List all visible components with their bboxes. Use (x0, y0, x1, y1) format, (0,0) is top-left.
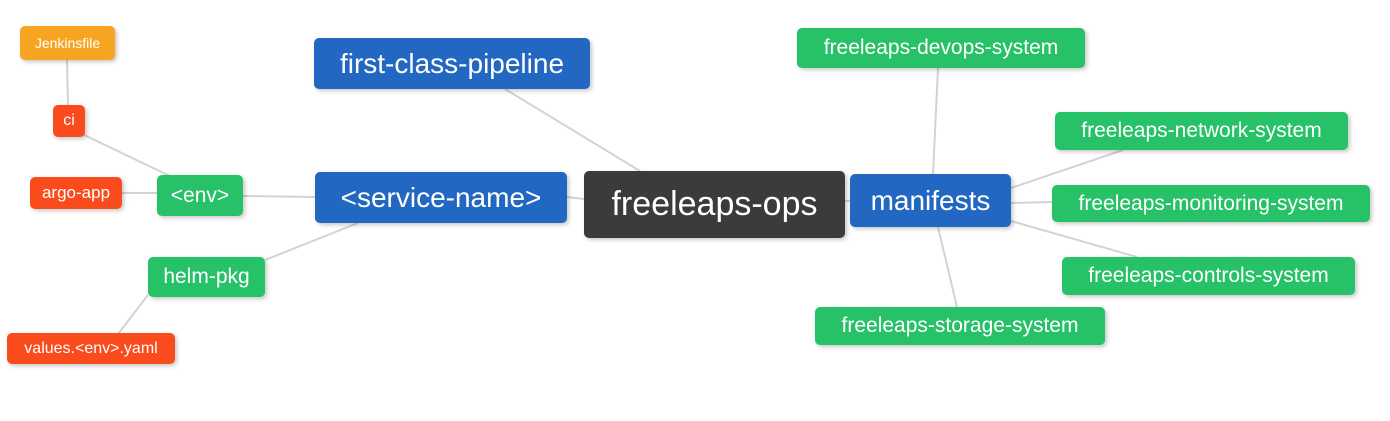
node-devops-system[interactable]: freeleaps-devops-system (797, 28, 1085, 68)
node-argo-app[interactable]: argo-app (30, 177, 122, 209)
node-env[interactable]: <env> (157, 175, 243, 216)
edge-manifests-network (1010, 149, 1124, 189)
node-first-class-pipeline[interactable]: first-class-pipeline (314, 38, 590, 89)
node-values-env-yaml[interactable]: values.<env>.yaml (7, 333, 175, 364)
node-helm-pkg[interactable]: helm-pkg (148, 257, 265, 297)
node-network-system[interactable]: freeleaps-network-system (1055, 112, 1348, 150)
edge-manifests-devops (932, 67, 939, 175)
node-storage-system[interactable]: freeleaps-storage-system (815, 307, 1105, 345)
edge-manifests-storage (937, 226, 958, 308)
edge-ci-env (79, 132, 173, 178)
edge-jenkinsfile-ci (66, 59, 69, 106)
edge-service-name-root (566, 196, 585, 200)
node-ci[interactable]: ci (53, 105, 85, 137)
node-monitoring-system[interactable]: freeleaps-monitoring-system (1052, 185, 1370, 222)
node-controls-system[interactable]: freeleaps-controls-system (1062, 257, 1355, 295)
edge-helm-pkg-values (117, 294, 149, 335)
edge-manifests-controls (1010, 220, 1138, 258)
node-service-name[interactable]: <service-name> (315, 172, 567, 223)
node-manifests[interactable]: manifests (850, 174, 1011, 227)
node-jenkinsfile[interactable]: Jenkinsfile (20, 26, 115, 60)
edge-env-service-name (242, 195, 316, 198)
edge-pipeline-root (504, 88, 641, 172)
edge-service-name-helm-pkg (264, 222, 359, 261)
edge-manifests-monitoring (1010, 201, 1053, 204)
node-root-freeleaps-ops[interactable]: freeleaps-ops (584, 171, 845, 238)
